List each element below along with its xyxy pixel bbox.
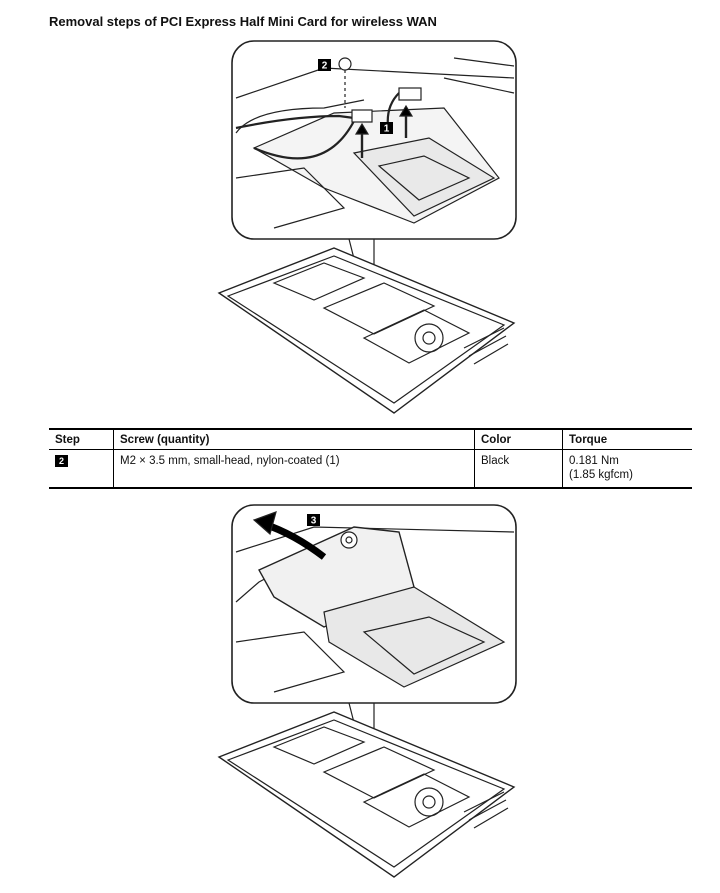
callout-1-badge — [380, 122, 393, 134]
color-cell: Black — [474, 449, 563, 489]
torque-value: 0.181 Nm — [569, 455, 619, 467]
callout-1-label: 1 — [384, 124, 390, 135]
illustration-2: 3 — [217, 504, 517, 878]
illustration-1: 2 1 — [217, 40, 517, 414]
callout-2-badge — [318, 59, 331, 71]
screw-cell: M2 × 3.5 mm, small-head, nylon-coated (1… — [113, 449, 475, 489]
column-header-screw: Screw (quantity) — [113, 428, 475, 450]
column-header-torque: Torque — [562, 428, 692, 450]
callout-3-label: 3 — [311, 516, 317, 527]
callout-3-badge — [307, 514, 320, 526]
table-header-row: Step Screw (quantity) Color Torque — [49, 428, 692, 450]
column-header-step: Step — [49, 428, 114, 450]
page-heading: Removal steps of PCI Express Half Mini C… — [49, 14, 437, 29]
callout-2-label: 2 — [322, 61, 328, 72]
screw-spec-table: Step Screw (quantity) Color Torque 2 M2 … — [49, 428, 692, 489]
torque-value-kgfcm: (1.85 kgfcm) — [569, 469, 633, 482]
torque-cell: 0.181 Nm (1.85 kgfcm) — [562, 449, 692, 489]
table-row: 2 M2 × 3.5 mm, small-head, nylon-coated … — [49, 449, 692, 489]
removal-figure-2: 3 — [214, 502, 524, 887]
step-badge: 2 — [55, 455, 68, 467]
step-cell: 2 — [49, 449, 114, 489]
removal-figure-1: 2 1 — [214, 38, 524, 418]
column-header-color: Color — [474, 428, 563, 450]
